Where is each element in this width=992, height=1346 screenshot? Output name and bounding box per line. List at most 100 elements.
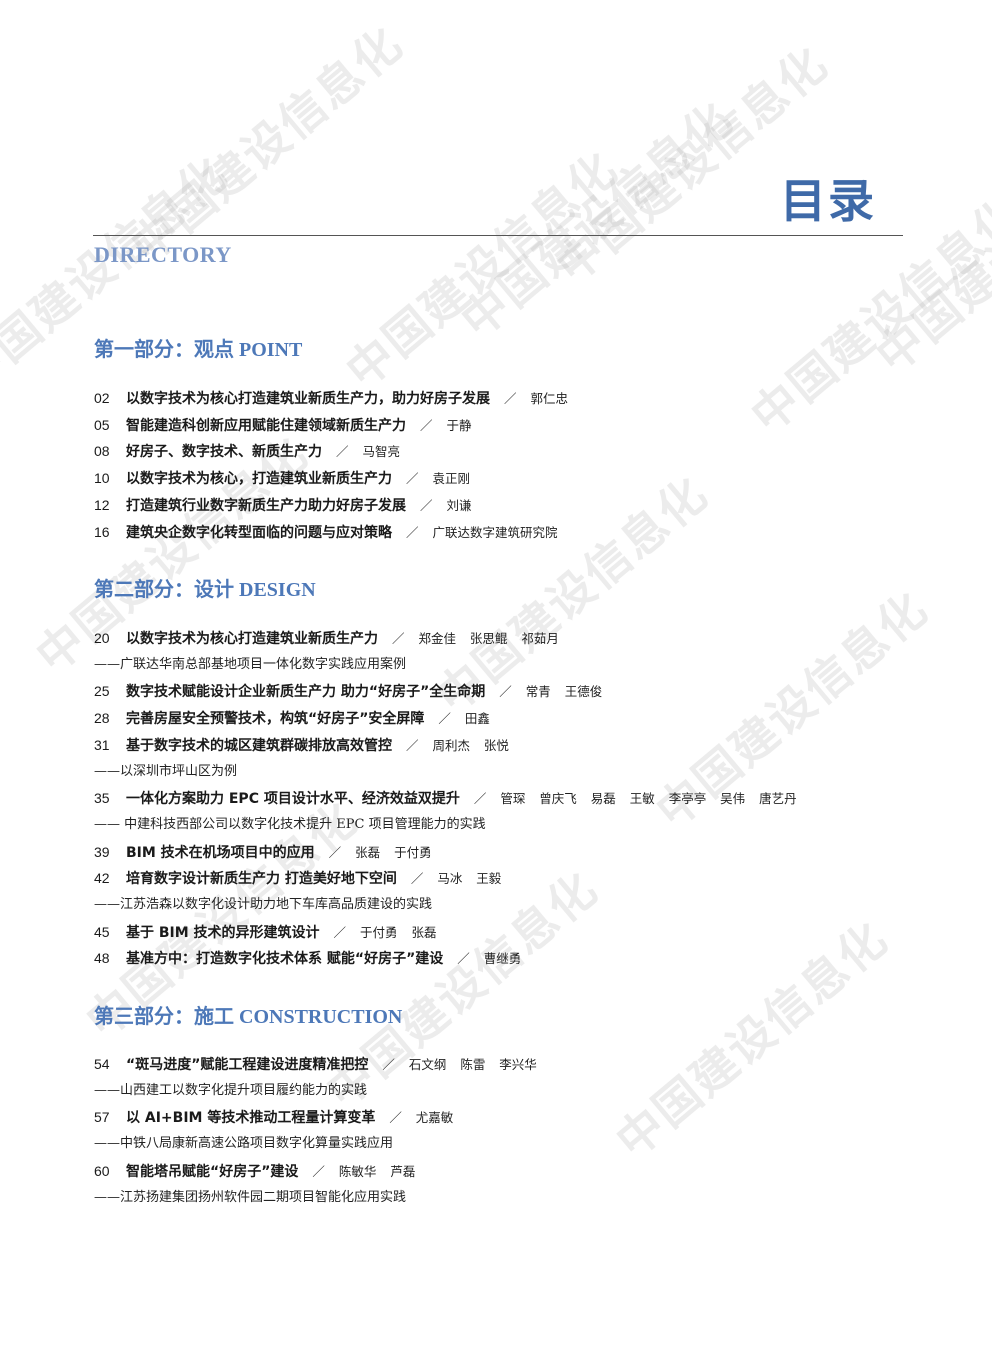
page-number: 54 xyxy=(94,1056,110,1072)
article-title: 基于数字技术的城区建筑群碳排放高效管控 xyxy=(126,737,392,754)
toc-entry[interactable]: 54“斑马进度”赋能工程建设进度精准把控 ／ 石文纲 陈雷 李兴华 xyxy=(94,1052,537,1076)
article-title: 完善房屋安全预警技术，构筑“好房子”安全屏障 xyxy=(126,711,425,728)
author-separator: ／ xyxy=(424,711,465,727)
article-title: BIM 技术在机场项目中的应用 xyxy=(126,844,315,861)
article-subtitle: ——江苏扬建集团扬州软件园二期项目智能化应用实践 xyxy=(94,1189,407,1205)
toc-entry[interactable]: 16 建筑央企数字化转型面临的问题与应对策略 ／ 广联达数字建筑研究院 xyxy=(94,520,557,544)
toc-entry[interactable]: 39 BIM 技术在机场项目中的应用 ／ 张磊 于付勇 xyxy=(94,840,432,864)
author-separator: ／ xyxy=(392,471,433,487)
article-authors: 刘谦 xyxy=(446,497,472,513)
section-heading: 第一部分：观点 POINT xyxy=(94,339,303,361)
page-number: 39 xyxy=(94,843,110,860)
toc-entry[interactable]: 35 一体化方案助力 EPC 项目设计水平、经济效益双提升 ／ 管琛 曾庆飞 易磊… xyxy=(94,786,797,810)
section-heading: 第二部分：设计 DESIGN xyxy=(94,579,316,601)
article-title: 好房子、数字技术、新质生产力 xyxy=(126,444,322,461)
author-separator: ／ xyxy=(314,844,356,860)
article-title: 以数字技术为核心打造建筑业新质生产力 xyxy=(126,631,378,647)
article-authors: 马冰 王毅 xyxy=(437,871,502,887)
article-authors: 陈敏华 芦磊 xyxy=(338,1163,416,1179)
article-title: 建筑央企数字化转型面临的问题与应对策略 xyxy=(126,524,392,541)
article-title: 培育数字设计新质生产力 打造美好地下空间 xyxy=(126,871,397,888)
author-separator: ／ xyxy=(406,417,447,433)
page-number: 48 xyxy=(94,950,110,967)
article-authors: 常青 王德俊 xyxy=(525,684,603,700)
author-separator: ／ xyxy=(375,1110,416,1126)
page-number: 16 xyxy=(94,523,110,540)
article-title: “斑马进度”赋能工程建设进度精准把控 xyxy=(126,1057,369,1073)
article-subtitle: ——以深圳市坪山区为例 xyxy=(94,763,238,779)
article-authors: 郭仁忠 xyxy=(530,391,568,406)
author-separator: ／ xyxy=(322,444,363,460)
page-number: 31 xyxy=(94,736,110,753)
watermark-text: 中国建设信息化 xyxy=(335,140,628,399)
page-number: 42 xyxy=(94,870,110,887)
page-number: 08 xyxy=(94,443,110,460)
page-number: 05 xyxy=(94,416,110,433)
page-number: 28 xyxy=(94,710,110,727)
article-title: 以数字技术为核心打造建筑业新质生产力，助力好房子发展 xyxy=(126,391,490,407)
page-number: 35 xyxy=(94,790,110,807)
author-separator: ／ xyxy=(319,924,361,940)
article-subtitle: ——广联达华南总部基地项目一体化数字实践应用案例 xyxy=(94,656,407,672)
article-title: 基准方中：打造数字化技术体系 赋能“好房子”建设 xyxy=(126,951,444,968)
author-separator: ／ xyxy=(298,1163,339,1179)
toc-entry[interactable]: 48 基准方中：打造数字化技术体系 赋能“好房子”建设 ／ 曹继勇 xyxy=(94,946,521,970)
toc-entry[interactable]: 25 数字技术赋能设计企业新质生产力 助力“好房子”全生命期 ／ 常青 王德俊 xyxy=(94,679,602,703)
article-authors: 周利杰 张悦 xyxy=(432,737,509,753)
article-authors: 尤嘉敏 xyxy=(415,1110,454,1126)
page-number: 57 xyxy=(94,1109,110,1126)
toc-entry[interactable]: 60 智能塔吊赋能“好房子”建设 ／ 陈敏华 芦磊 xyxy=(94,1159,415,1183)
article-authors: 管琛 曾庆飞 易磊 王敏 李亭亭 吴伟 唐艺丹 xyxy=(500,791,797,807)
article-authors: 郑金佳 张思鲲 祁茹月 xyxy=(418,631,559,646)
page-number: 25 xyxy=(94,683,110,700)
article-authors: 田鑫 xyxy=(464,711,490,727)
page-title: 目录 xyxy=(780,174,876,228)
author-separator: ／ xyxy=(406,497,447,513)
article-authors: 马智亮 xyxy=(362,444,400,460)
author-separator: ／ xyxy=(485,684,526,700)
toc-entry[interactable]: 28 完善房屋安全预警技术，构筑“好房子”安全屏障 ／ 田鑫 xyxy=(94,706,490,730)
article-title: 智能建造科创新应用赋能住建领域新质生产力 xyxy=(126,417,406,434)
toc-entry[interactable]: 42 培育数字设计新质生产力 打造美好地下空间 ／ 马冰 王毅 xyxy=(94,866,501,890)
author-separator: ／ xyxy=(392,524,433,540)
author-separator: ／ xyxy=(368,1057,409,1072)
article-title: 数字技术赋能设计企业新质生产力 助力“好房子”全生命期 xyxy=(126,684,486,701)
toc-entry[interactable]: 02 以数字技术为核心打造建筑业新质生产力，助力好房子发展 ／ 郭仁忠 xyxy=(94,386,568,410)
toc-entry[interactable]: 31 基于数字技术的城区建筑群碳排放高效管控 ／ 周利杰 张悦 xyxy=(94,733,509,757)
watermark-text: 中国建设信息化 xyxy=(450,90,743,349)
page-number: 02 xyxy=(94,390,110,406)
article-subtitle: ——山西建工以数字化提升项目履约能力的实践 xyxy=(94,1082,368,1098)
author-separator: ／ xyxy=(378,631,419,646)
toc-entry[interactable]: 08 好房子、数字技术、新质生产力 ／ 马智亮 xyxy=(94,439,400,463)
article-subtitle: —— 中建科技西部公司以数字化技术提升 EPC 项目管理能力的实践 xyxy=(94,816,486,832)
toc-entry[interactable]: 57 以 AI+BIM 等技术推动工程量计算变革 ／ 尤嘉敏 xyxy=(94,1105,453,1129)
author-separator: ／ xyxy=(490,391,531,406)
article-authors: 于付勇 张磊 xyxy=(360,924,437,940)
article-authors: 广联达数字建筑研究院 xyxy=(432,524,558,540)
page-number: 12 xyxy=(94,496,110,513)
directory-subtitle: DIRECTORY xyxy=(94,242,232,267)
author-separator: ／ xyxy=(396,871,438,887)
author-separator: ／ xyxy=(459,791,501,807)
author-separator: ／ xyxy=(392,737,433,753)
article-title: 以数字技术为核心，打造建筑业新质生产力 xyxy=(126,471,392,488)
watermark-text: 中国建设信息化 xyxy=(545,35,838,294)
article-title: 以 AI+BIM 等技术推动工程量计算变革 xyxy=(126,1110,376,1127)
article-subtitle: ——江苏浩森以数字化设计助力地下车库高品质建设的实践 xyxy=(94,897,433,912)
watermark-text: 中国建设信息化 xyxy=(865,125,992,384)
article-authors: 张磊 于付勇 xyxy=(355,844,432,860)
article-title: 智能塔吊赋能“好房子”建设 xyxy=(126,1163,299,1180)
article-authors: 曹继勇 xyxy=(483,951,522,967)
title-divider xyxy=(93,235,903,236)
watermark-text: 中国建设信息化 xyxy=(0,145,238,404)
article-title: 一体化方案助力 EPC 项目设计水平、经济效益双提升 xyxy=(126,791,460,808)
author-separator: ／ xyxy=(443,951,484,967)
page-number: 60 xyxy=(94,1162,110,1179)
article-subtitle: ——中铁八局康新高速公路项目数字化算量实践应用 xyxy=(94,1136,394,1152)
page-number: 10 xyxy=(94,470,110,487)
